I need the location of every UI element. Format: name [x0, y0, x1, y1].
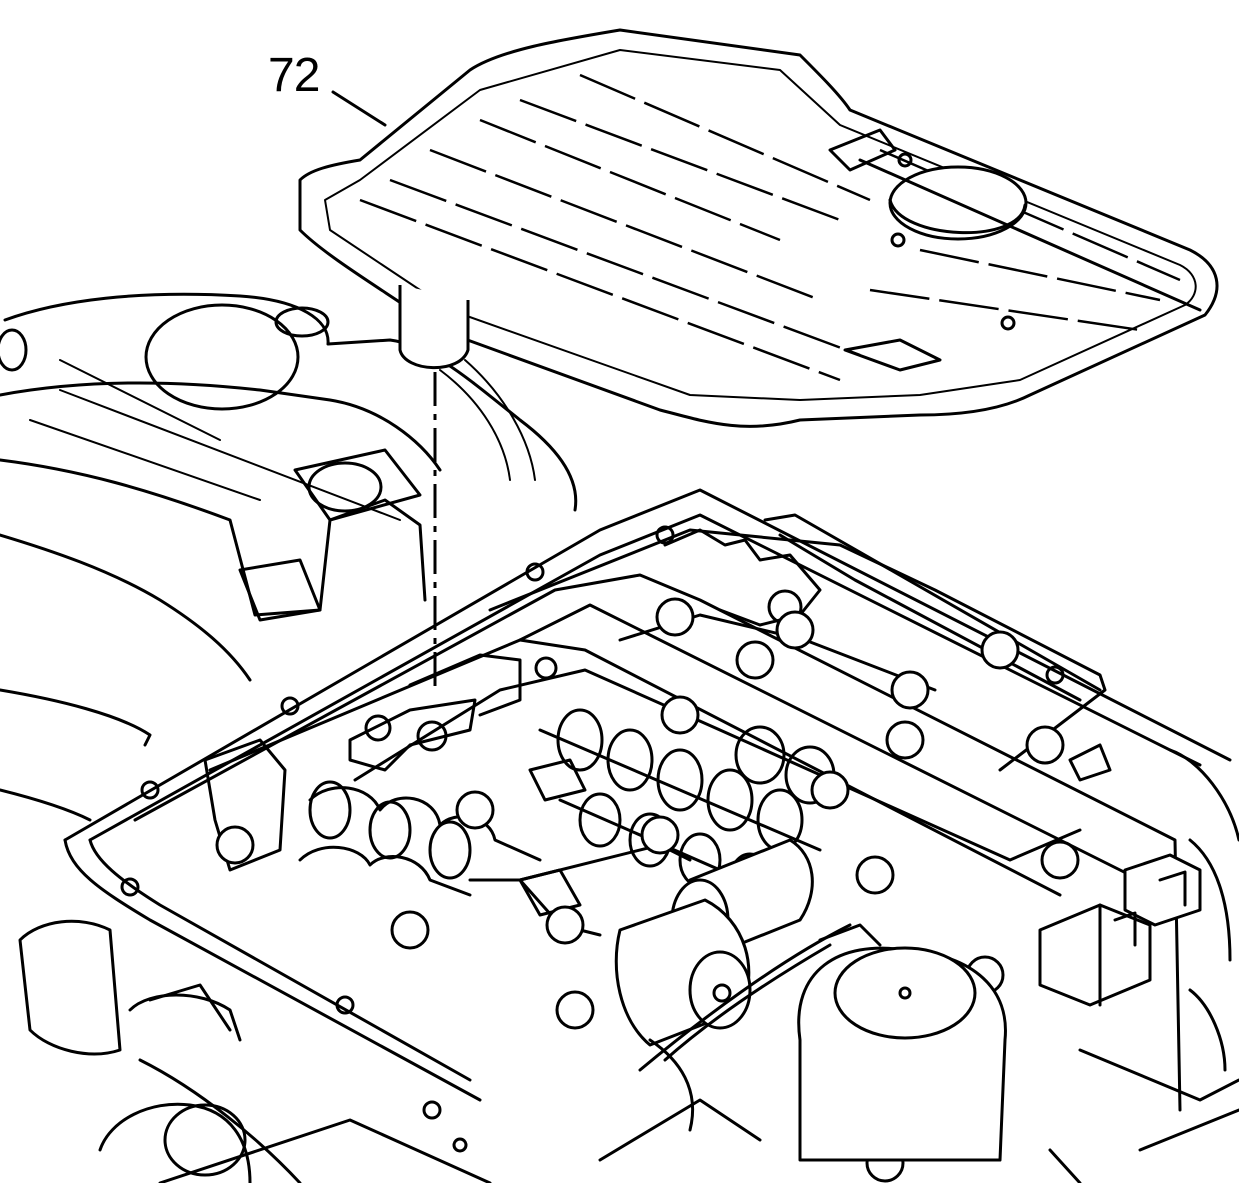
transmission-case [0, 292, 578, 822]
solenoids [598, 748, 1239, 1185]
callout-label-72: 72 [268, 49, 320, 102]
lower-case [18, 919, 492, 1185]
valve-body [133, 513, 1182, 1112]
callout-leader [331, 90, 437, 690]
transmission-fluid-filter [298, 28, 1219, 428]
case-flange [63, 488, 1232, 1120]
